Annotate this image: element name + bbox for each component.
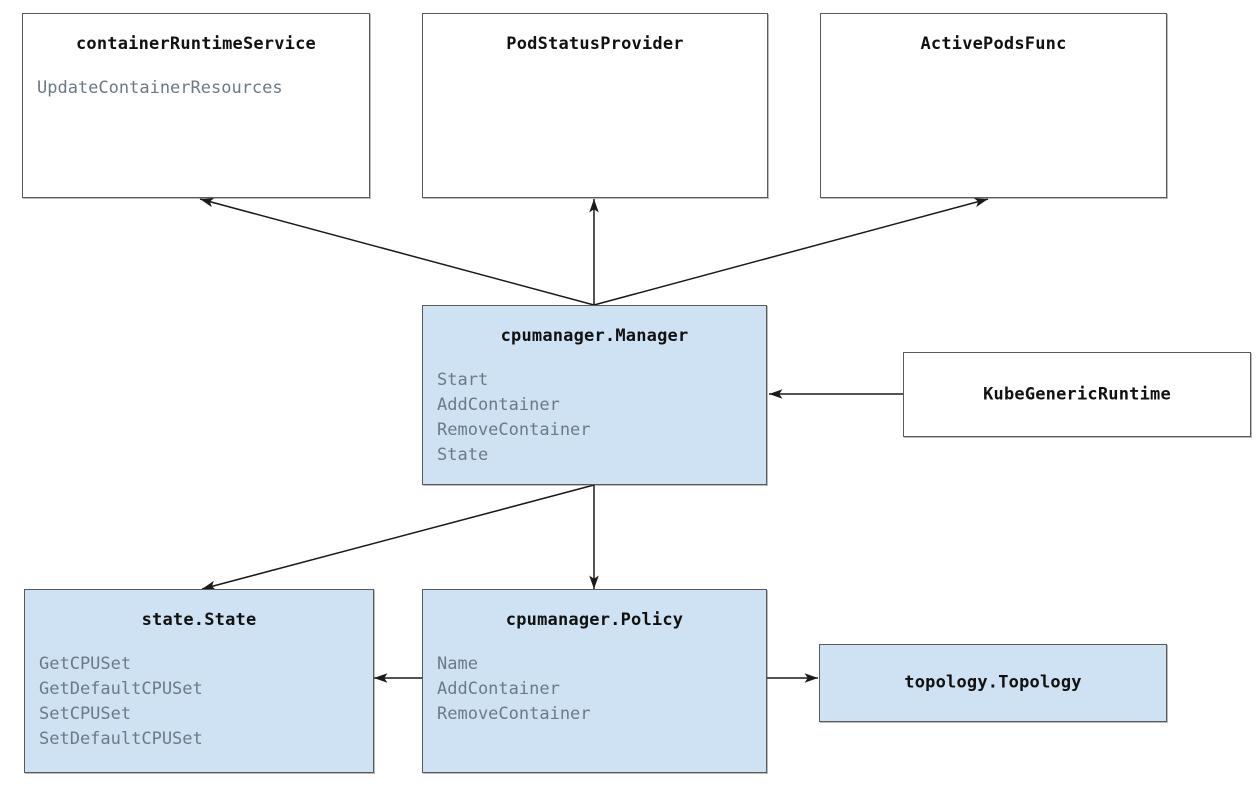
member-item: RemoveContainer — [437, 420, 591, 440]
edge-manager-to-activePodsFunc — [593, 197, 989, 306]
node-members-stateState: GetCPUSet GetDefaultCPUSet SetCPUSet Set… — [25, 652, 373, 752]
node-title-podStatusProvider: PodStatusProvider — [506, 34, 684, 54]
node-members-containerRuntimeService: UpdateContainerResources — [23, 76, 369, 101]
member-item: GetCPUSet — [39, 654, 132, 674]
member-item: SetDefaultCPUSet — [39, 729, 203, 749]
member-item: RemoveContainer — [437, 704, 591, 724]
node-title-activePodsFunc: ActivePodsFunc — [920, 34, 1067, 54]
member-item: State — [437, 445, 489, 465]
node-title-containerRuntimeService: containerRuntimeService — [75, 34, 316, 54]
node-kubeGenericRuntime[interactable]: KubeGenericRuntime — [903, 352, 1251, 437]
edge-manager-to-containerRuntimeService — [199, 197, 595, 306]
node-podStatusProvider[interactable]: PodStatusProvider — [422, 13, 768, 198]
member-item: AddContainer — [437, 395, 560, 415]
member-item: AddContainer — [437, 679, 560, 699]
member-item: Start — [437, 370, 489, 390]
node-title-kubeGenericRuntime: KubeGenericRuntime — [983, 384, 1171, 405]
node-members-cpumanagerPolicy: Name AddContainer RemoveContainer — [423, 652, 766, 727]
member-item: Name — [437, 654, 478, 674]
node-cpumanagerManager[interactable]: cpumanager.Manager Start AddContainer Re… — [422, 305, 767, 485]
node-title-cpumanagerManager: cpumanager.Manager — [500, 326, 689, 346]
node-activePodsFunc[interactable]: ActivePodsFunc — [820, 13, 1167, 198]
member-item: UpdateContainerResources — [37, 78, 283, 98]
node-containerRuntimeService[interactable]: containerRuntimeService UpdateContainerR… — [22, 13, 370, 198]
node-topologyTopology[interactable]: topology.Topology — [819, 644, 1167, 722]
node-title-cpumanagerPolicy: cpumanager.Policy — [505, 610, 684, 630]
member-item: SetCPUSet — [39, 704, 132, 724]
edge-manager-to-stateState — [201, 484, 595, 591]
member-item: GetDefaultCPUSet — [39, 679, 203, 699]
node-members-cpumanagerManager: Start AddContainer RemoveContainer State — [423, 368, 766, 468]
node-stateState[interactable]: state.State GetCPUSet GetDefaultCPUSet S… — [24, 589, 374, 773]
node-cpumanagerPolicy[interactable]: cpumanager.Policy Name AddContainer Remo… — [422, 589, 767, 773]
node-title-stateState: state.State — [141, 610, 257, 630]
node-title-topologyTopology: topology.Topology — [904, 672, 1082, 693]
